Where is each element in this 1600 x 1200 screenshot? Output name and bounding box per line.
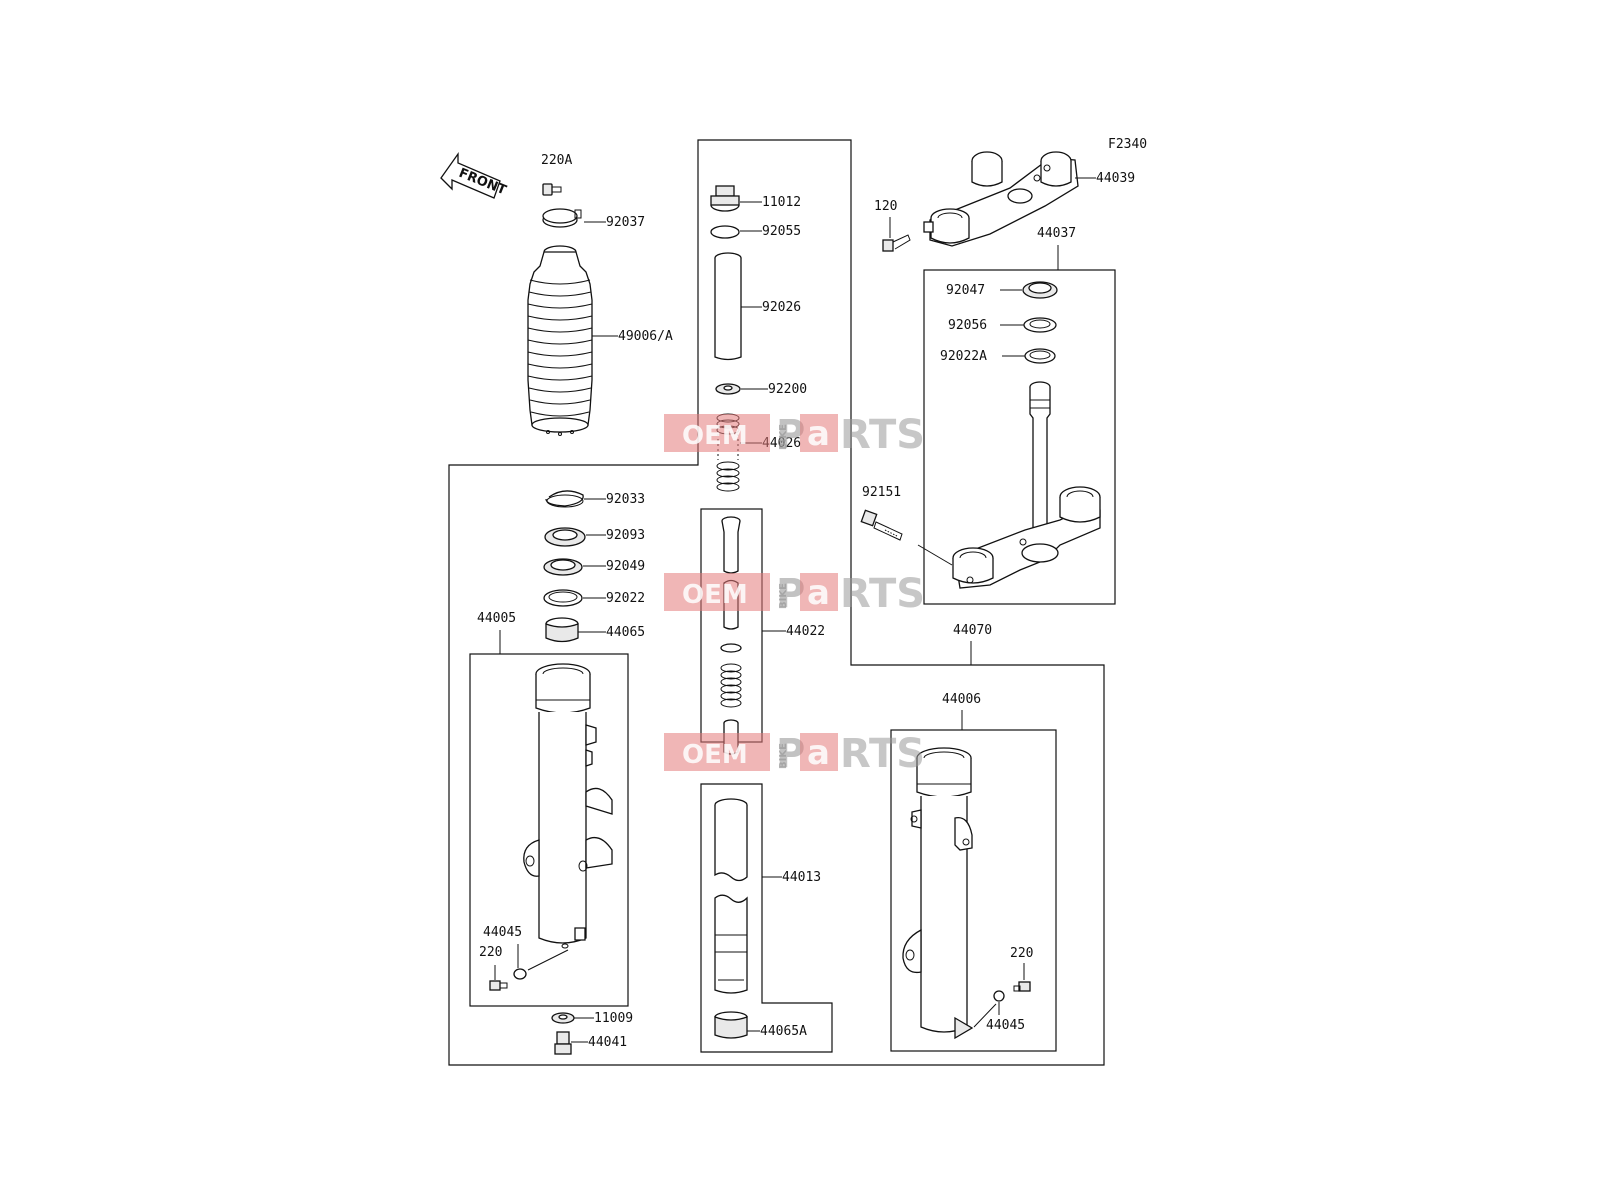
label-11012: 11012 xyxy=(762,195,801,210)
label-120: 120 xyxy=(874,199,897,214)
cap-bolt-11012-part xyxy=(710,185,740,212)
label-220-left: 220 xyxy=(479,945,502,960)
main-frame-outline xyxy=(448,139,1105,1066)
label-44041: 44041 xyxy=(588,1035,627,1050)
damper-assy-44022-part xyxy=(720,516,742,755)
watermark-1: OEM BIKE P a RTS xyxy=(664,412,925,458)
svg-text:RTS: RTS xyxy=(840,571,925,617)
frame-44005 xyxy=(469,653,629,1007)
label-44006: 44006 xyxy=(942,692,981,707)
outer-tube-44005-part xyxy=(523,663,613,949)
figure-code: F2340 xyxy=(1108,137,1147,152)
label-44045-left: 44045 xyxy=(483,925,522,940)
bolt-44041-part xyxy=(554,1031,572,1055)
inner-tube-44013-part xyxy=(714,798,748,994)
label-92033: 92033 xyxy=(606,492,645,507)
oil-seal-92093-part xyxy=(544,527,586,547)
label-92026: 92026 xyxy=(762,300,801,315)
label-44005: 44005 xyxy=(477,611,516,626)
frame-44006 xyxy=(890,729,1057,1052)
watermark-2: OEM P a RTS xyxy=(664,571,925,617)
bushing-44065-part xyxy=(545,617,579,643)
watermark-3: OEM P a RTS xyxy=(664,731,925,777)
watermark-bike-1: BIKE xyxy=(778,424,789,450)
svg-text:OEM: OEM xyxy=(682,421,748,451)
label-92056: 92056 xyxy=(948,318,987,333)
seal-92047-part xyxy=(1022,281,1058,299)
svg-text:RTS: RTS xyxy=(840,731,925,777)
washer-92049-part xyxy=(543,558,583,576)
stem-lower-bracket-44037-part xyxy=(952,381,1101,589)
label-44045-right: 44045 xyxy=(986,1018,1025,1033)
label-92093: 92093 xyxy=(606,528,645,543)
washer-44045-right-part xyxy=(993,990,1005,1002)
bushing-44065A-part xyxy=(714,1011,748,1039)
label-92047: 92047 xyxy=(946,283,985,298)
svg-text:a: a xyxy=(807,573,830,613)
label-44026: 44026 xyxy=(762,436,801,451)
label-220A: 220A xyxy=(541,153,572,168)
svg-text:a: a xyxy=(807,414,830,454)
label-44065: 44065 xyxy=(606,625,645,640)
label-92022A: 92022A xyxy=(940,349,987,364)
washer-44045-left-part xyxy=(513,968,527,980)
svg-text:RTS: RTS xyxy=(840,412,925,458)
bearing-92056-part xyxy=(1023,317,1057,333)
bolt-220A-part xyxy=(542,183,562,196)
spacer-tube-92026-part xyxy=(714,252,742,361)
fork-boot-49006A-part xyxy=(527,245,593,436)
bolt-120-part xyxy=(882,234,911,252)
bolt-220-right-part xyxy=(1013,981,1031,992)
ring-92022-part xyxy=(543,589,583,607)
label-44013: 44013 xyxy=(782,870,821,885)
label-44065A: 44065A xyxy=(760,1024,807,1039)
front-direction-arrow: FRONT xyxy=(440,151,508,199)
label-44037: 44037 xyxy=(1037,226,1076,241)
label-44070: 44070 xyxy=(953,623,992,638)
outer-tube-44006-part xyxy=(902,747,974,1040)
label-11009: 11009 xyxy=(594,1011,633,1026)
upper-bracket-44039-part xyxy=(923,151,1079,247)
label-220-right: 220 xyxy=(1010,946,1033,961)
label-44022: 44022 xyxy=(786,624,825,639)
label-44039: 44039 xyxy=(1096,171,1135,186)
watermark-bike-3: BIKE xyxy=(778,743,789,769)
o-ring-92055-part xyxy=(710,225,740,239)
svg-text:OEM: OEM xyxy=(682,740,748,770)
label-92022: 92022 xyxy=(606,591,645,606)
ring-92022A-part xyxy=(1024,348,1056,364)
svg-text:OEM: OEM xyxy=(682,580,748,610)
washer-11009-part xyxy=(551,1012,575,1024)
bolt-92151-part xyxy=(860,509,903,541)
svg-text:a: a xyxy=(807,733,830,773)
label-92037: 92037 xyxy=(606,215,645,230)
circlip-92033-part xyxy=(545,490,584,508)
clamp-92037-part xyxy=(542,208,582,228)
label-92049: 92049 xyxy=(606,559,645,574)
label-92151: 92151 xyxy=(862,485,901,500)
label-92200: 92200 xyxy=(768,382,807,397)
frame-44037 xyxy=(923,269,1116,605)
watermark-bike-2: BIKE xyxy=(778,583,789,609)
frame-44013 xyxy=(700,783,833,1053)
label-92055: 92055 xyxy=(762,224,801,239)
washer-92200-part xyxy=(715,383,741,395)
bolt-220-left-part xyxy=(489,980,508,991)
label-49006A: 49006/A xyxy=(618,329,673,344)
